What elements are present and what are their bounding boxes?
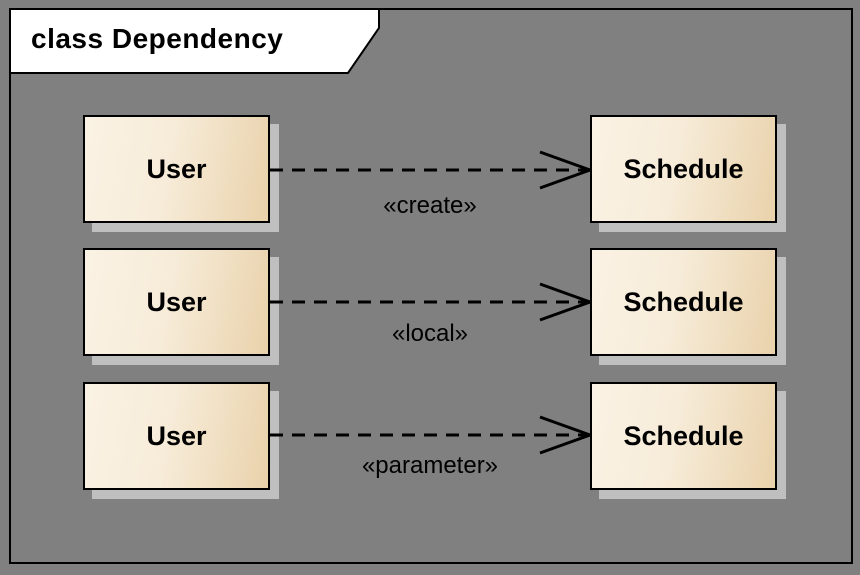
class-box-user-3[interactable]: User bbox=[83, 382, 270, 490]
open-arrowhead-icon bbox=[539, 415, 592, 455]
class-name: Schedule bbox=[623, 286, 744, 317]
open-arrowhead-icon bbox=[539, 150, 592, 190]
class-name: User bbox=[146, 286, 207, 317]
dependency-arrow-2[interactable] bbox=[268, 280, 592, 324]
frame-tab-shape-icon bbox=[9, 8, 380, 74]
class-name: Schedule bbox=[623, 153, 744, 184]
frame-title: class Dependency bbox=[31, 23, 284, 54]
dependency-arrow-1[interactable] bbox=[268, 148, 592, 192]
dependency-stereotype-1: «create» bbox=[383, 192, 477, 219]
dependency-stereotype-3: «parameter» bbox=[361, 452, 499, 479]
class-name: Schedule bbox=[623, 420, 744, 451]
class-name: User bbox=[146, 420, 207, 451]
class-box-schedule-3[interactable]: Schedule bbox=[590, 382, 777, 490]
dependency-arrow-3[interactable] bbox=[268, 413, 592, 457]
class-box-schedule-2[interactable]: Schedule bbox=[590, 248, 777, 356]
dependency-stereotype-2: «local» bbox=[391, 320, 469, 347]
frame-title-tab bbox=[9, 8, 380, 74]
open-arrowhead-icon bbox=[539, 282, 592, 322]
class-name: User bbox=[146, 153, 207, 184]
class-box-user-1[interactable]: User bbox=[83, 115, 270, 223]
uml-frame-border bbox=[9, 8, 853, 564]
class-box-schedule-1[interactable]: Schedule bbox=[590, 115, 777, 223]
class-box-user-2[interactable]: User bbox=[83, 248, 270, 356]
